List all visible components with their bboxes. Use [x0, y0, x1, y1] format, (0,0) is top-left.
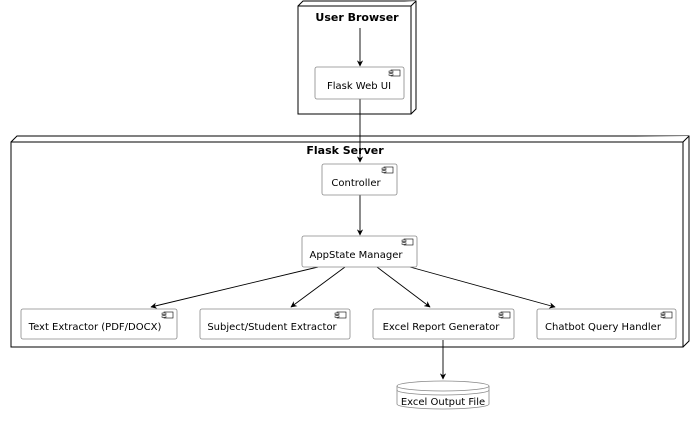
edge-appstate-to-subject-extractor [290, 266, 346, 308]
excel-report-generator-label: Excel Report Generator [383, 322, 501, 333]
component-subject-student-extractor: Subject/Student Extractor [199, 308, 351, 340]
flask-web-ui-label: Flask Web UI [327, 81, 391, 92]
component-text-extractor: Text Extractor (PDF/DOCX) [20, 308, 178, 340]
flask-server-title: Flask Server [306, 144, 384, 157]
user-browser-title: User Browser [315, 11, 399, 24]
component-appstate-manager: AppState Manager [301, 235, 418, 268]
component-icon [334, 311, 347, 319]
edge-appstate-to-text-extractor [150, 266, 319, 309]
cylinder-icon [396, 380, 490, 410]
component-icon [161, 311, 174, 319]
component-controller: Controller [321, 163, 398, 196]
edge-appstate-to-excel-generator [376, 266, 431, 308]
excel-output-file-database: Excel Output File [396, 380, 490, 410]
appstate-manager-label: AppState Manager [309, 250, 403, 261]
component-flask-web-ui: Flask Web UI [314, 66, 405, 100]
component-icon [388, 69, 401, 77]
component-excel-report-generator: Excel Report Generator [372, 308, 515, 340]
component-icon [660, 311, 673, 319]
chatbot-query-handler-label: Chatbot Query Handler [545, 322, 662, 333]
controller-label: Controller [331, 178, 381, 189]
component-icon [381, 166, 394, 174]
text-extractor-label: Text Extractor (PDF/DOCX) [28, 322, 162, 333]
component-icon [401, 238, 414, 246]
component-chatbot-query-handler: Chatbot Query Handler [536, 308, 677, 340]
component-icon [498, 311, 511, 319]
edges [150, 28, 556, 380]
subject-student-extractor-label: Subject/Student Extractor [207, 322, 337, 333]
excel-output-file-label: Excel Output File [401, 397, 485, 408]
edge-appstate-to-chatbot [409, 266, 556, 309]
